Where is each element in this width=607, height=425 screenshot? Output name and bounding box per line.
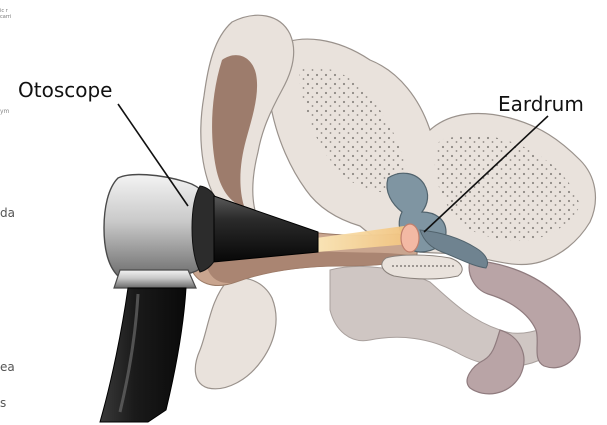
tympanic-bone xyxy=(382,255,462,279)
otoscope-handle xyxy=(100,288,186,422)
otoscope-speculum xyxy=(214,196,318,262)
background-text-fragment: ea xyxy=(0,360,15,374)
otoscope-label: Otoscope xyxy=(18,78,112,102)
earlobe xyxy=(195,278,276,389)
eardrum xyxy=(401,224,419,252)
background-text-fragment: ym xyxy=(0,108,9,115)
otoscope-neck xyxy=(114,270,196,288)
eardrum-label: Eardrum xyxy=(498,92,584,116)
background-text-fragment: da xyxy=(0,206,15,220)
background-text-fragment: s xyxy=(0,396,6,410)
